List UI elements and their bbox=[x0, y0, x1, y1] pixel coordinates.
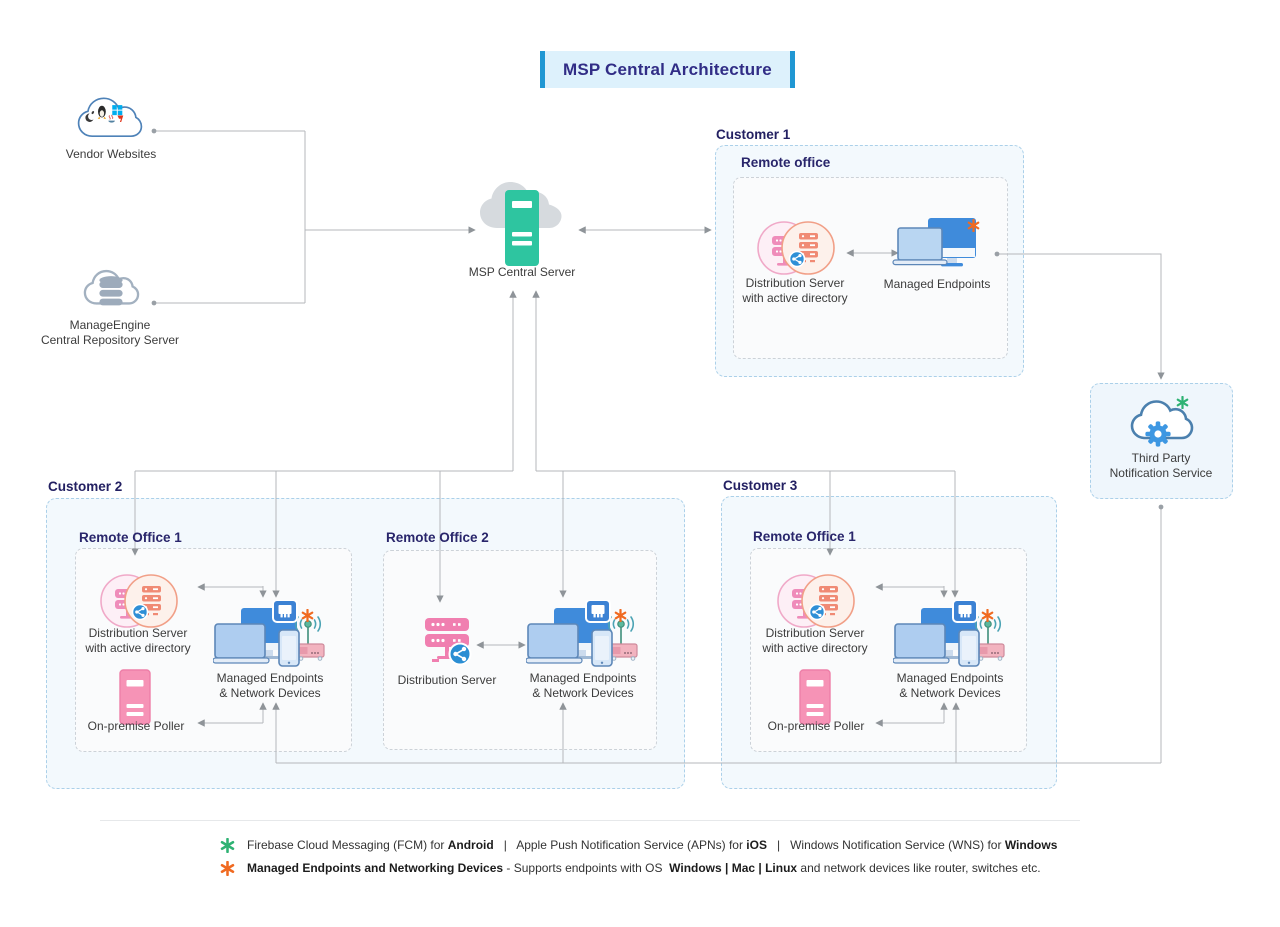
customer-1-office-heading: Remote office bbox=[741, 155, 831, 170]
customer-1-heading: Customer 1 bbox=[716, 127, 791, 142]
distribution-server-label: Distribution Server bbox=[397, 673, 497, 687]
distribution-server-ad-icon bbox=[757, 212, 835, 284]
title-accent-bar-right bbox=[789, 51, 795, 88]
on-premise-poller-label: On-premise Poller bbox=[767, 719, 865, 733]
orange-asterisk-icon bbox=[967, 219, 980, 232]
title-background: MSP Central Architecture bbox=[545, 51, 790, 88]
managed-endpoints-network-label: Managed Endpoints & Network Devices bbox=[529, 671, 637, 700]
orange-asterisk-icon bbox=[614, 609, 627, 622]
orange-asterisk-icon bbox=[981, 609, 994, 622]
customer-2-office-2-heading: Remote Office 2 bbox=[386, 530, 489, 545]
vendor-websites-label: Vendor Websites bbox=[65, 147, 157, 161]
msp-central-server-label: MSP Central Server bbox=[468, 265, 576, 279]
manageengine-repository-icon bbox=[82, 260, 140, 314]
distribution-server-ad-label: Distribution Server with active director… bbox=[742, 276, 848, 305]
customer-2-heading: Customer 2 bbox=[48, 479, 123, 494]
distribution-server-ad-label: Distribution Server with active director… bbox=[85, 626, 191, 655]
manageengine-repository-label: ManageEngine Central Repository Server bbox=[40, 318, 180, 347]
orange-asterisk-icon bbox=[301, 609, 314, 622]
orange-asterisk-icon bbox=[220, 861, 235, 876]
green-asterisk-icon bbox=[1176, 396, 1189, 409]
legend-managed-endpoints-text: Managed Endpoints and Networking Devices… bbox=[247, 861, 1041, 875]
customer-2-office-1-heading: Remote Office 1 bbox=[79, 530, 182, 545]
on-premise-poller-icon bbox=[798, 668, 832, 726]
legend-row-push-services: Firebase Cloud Messaging (FCM) for Andro… bbox=[220, 838, 1057, 853]
footer-divider bbox=[100, 820, 1080, 821]
legend-push-services-text: Firebase Cloud Messaging (FCM) for Andro… bbox=[247, 838, 1058, 852]
page-title: MSP Central Architecture bbox=[563, 59, 772, 79]
page-title-block: MSP Central Architecture bbox=[540, 51, 795, 88]
distribution-server-ad-label: Distribution Server with active director… bbox=[762, 626, 868, 655]
on-premise-poller-icon bbox=[118, 668, 152, 726]
legend-row-managed-endpoints: Managed Endpoints and Networking Devices… bbox=[220, 861, 1041, 876]
on-premise-poller-label: On-premise Poller bbox=[87, 719, 185, 733]
customer-3-office-1-heading: Remote Office 1 bbox=[753, 529, 856, 544]
managed-endpoints-label: Managed Endpoints bbox=[883, 277, 991, 291]
green-asterisk-icon bbox=[220, 838, 235, 853]
vendor-websites-icon bbox=[76, 96, 144, 144]
managed-endpoints-network-label: Managed Endpoints & Network Devices bbox=[896, 671, 1004, 700]
third-party-notification-label: Third Party Notification Service bbox=[1109, 451, 1213, 480]
distribution-server-icon bbox=[415, 612, 479, 676]
msp-central-server-icon bbox=[477, 168, 567, 272]
managed-endpoints-network-label: Managed Endpoints & Network Devices bbox=[216, 671, 324, 700]
customer-3-heading: Customer 3 bbox=[723, 478, 798, 493]
title-accent-bar-left bbox=[540, 51, 545, 88]
